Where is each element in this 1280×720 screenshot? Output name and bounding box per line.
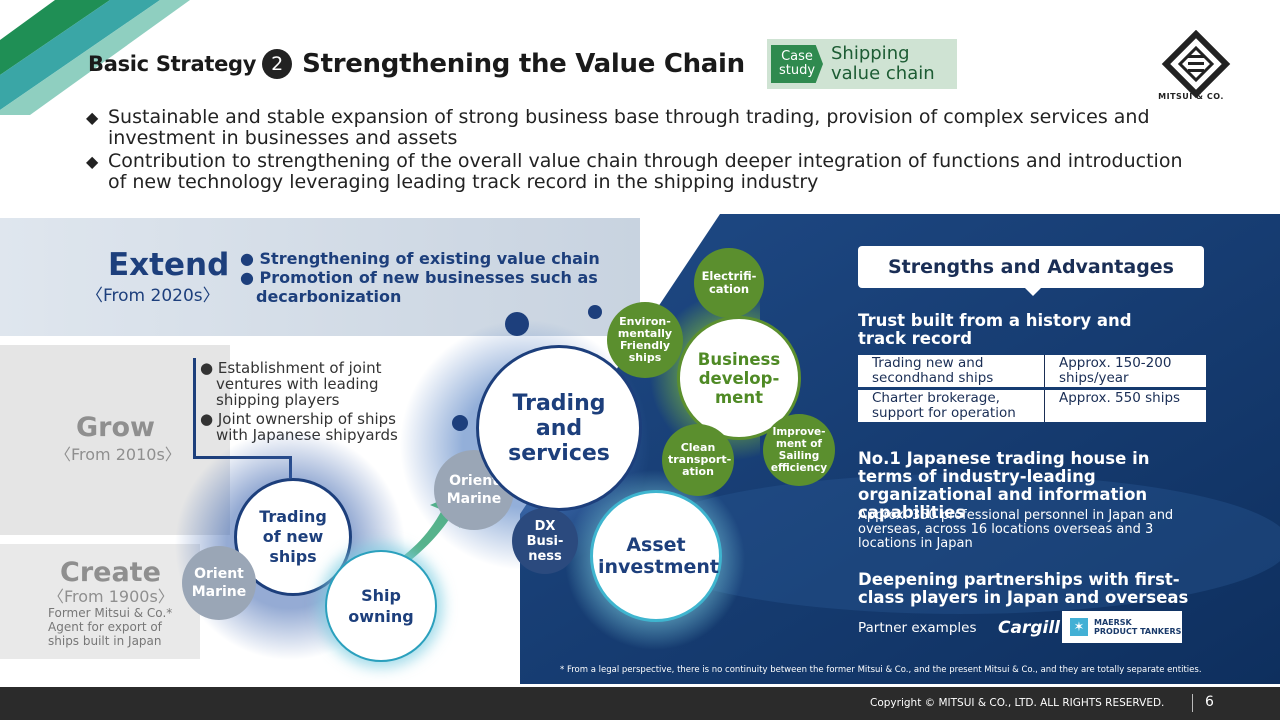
trading-services-label: Trading and services — [508, 390, 610, 466]
clean-transport-label: Clean transport- ation — [668, 441, 732, 478]
cargill-logo: Cargill — [998, 618, 1060, 638]
maersk-line1: MAERSK — [1094, 618, 1132, 627]
copyright: Copyright © MITSUI & CO., LTD. ALL RIGHT… — [870, 697, 1165, 709]
footer-bar — [0, 687, 1280, 720]
diamond-bullet-icon: ◆ — [86, 108, 99, 127]
sailing-efficiency-circle: Improve- ment of Sailing efficiency — [763, 414, 835, 486]
ship-owning-circle: Ship owning — [325, 550, 437, 662]
orient-marine-label: Orient Marine — [446, 473, 502, 507]
orient-marine-circle-2: Orient Marine — [434, 450, 514, 530]
case-text-line2: value chain — [831, 63, 935, 84]
extend-item-text: Strengthening of existing value chain — [259, 249, 600, 268]
extend-item-text: Promotion of new businesses such as deca… — [256, 268, 598, 306]
bullet-list: ◆ Sustainable and stable expansion of st… — [86, 107, 1196, 195]
create-period: 〈From 1900s〉 — [48, 587, 174, 606]
decorative-dot — [588, 305, 602, 319]
strengths-title: Strengths and Advantages — [858, 246, 1204, 288]
case-study-tag: Case study — [771, 45, 823, 83]
sailing-efficiency-label: Improve- ment of Sailing efficiency — [770, 426, 828, 474]
maersk-logo-text: MAERSK PRODUCT TANKERS — [1094, 618, 1181, 636]
asset-investment-circle: Asset investment — [590, 490, 722, 622]
strategy-number-badge: 2 — [262, 49, 293, 79]
create-title: Create — [60, 557, 161, 588]
grow-item-text: Establishment of joint ventures with lea… — [216, 359, 382, 409]
dx-business-circle: DX Busi- ness — [512, 508, 578, 574]
maersk-logo: ✶ MAERSK PRODUCT TANKERS — [1062, 611, 1182, 643]
dx-business-label: DX Busi- ness — [526, 518, 564, 564]
extend-title: Extend — [108, 247, 230, 283]
partner-heading: Deepening partnerships with first-class … — [858, 570, 1189, 607]
table-row: Trading new and secondhand ships Approx.… — [858, 355, 1206, 387]
list-item: ● Establishment of joint ventures with l… — [200, 359, 382, 409]
create-band — [0, 544, 200, 659]
env-friendly-label: Environ- mentally Friendly ships — [617, 315, 673, 364]
partner-label: Partner examples — [858, 620, 977, 636]
orient-marine-circle: Orient Marine — [182, 546, 256, 620]
no1-heading: No.1 Japanese trading house in terms of … — [858, 449, 1150, 522]
trust-heading: Trust built from a history and track rec… — [858, 311, 1132, 348]
table-cell: Charter brokerage, support for operation — [858, 390, 1044, 422]
create-note-line: ships built in Japan — [48, 634, 162, 648]
env-friendly-ships-circle: Environ- mentally Friendly ships — [607, 302, 683, 378]
table-cell: Approx. 150-200 ships/year — [1044, 355, 1206, 387]
case-tag-line2: study — [778, 63, 816, 78]
diamond-bullet-icon: ◆ — [86, 152, 99, 171]
extend-list: ● Strengthening of existing value chain … — [240, 249, 616, 306]
bullet-text: Contribution to strengthening of the ove… — [108, 150, 1183, 193]
section-label: Basic Strategy — [88, 52, 257, 76]
footer-separator — [1192, 694, 1193, 712]
list-item: ● Promotion of new businesses such as de… — [240, 268, 598, 306]
footnote: * From a legal perspective, there is no … — [560, 665, 1202, 675]
mitsui-logo-icon — [1161, 30, 1231, 99]
table-row: Charter brokerage, support for operation… — [858, 390, 1206, 422]
maersk-star-icon: ✶ — [1070, 618, 1088, 636]
electrification-circle: Electrifi- cation — [694, 248, 764, 318]
extend-period: 〈From 2020s〉 — [86, 286, 220, 306]
bullet-item: ◆ Contribution to strengthening of the o… — [86, 151, 1196, 193]
create-note-line: Former Mitsui & Co.* — [48, 606, 173, 620]
trading-new-ships-label: Trading of new ships — [259, 507, 327, 566]
page-title: Strengthening the Value Chain — [302, 49, 745, 79]
orient-marine-label: Orient Marine — [191, 566, 247, 600]
create-note-line: Agent for export of — [48, 620, 162, 634]
logo-text: MITSUI & CO. — [1158, 92, 1224, 101]
table-cell: Trading new and secondhand ships — [858, 355, 1044, 387]
case-tag-line1: Case — [781, 49, 813, 64]
page-number: 6 — [1205, 694, 1214, 710]
electrification-label: Electrifi- cation — [701, 269, 757, 296]
track-record-table: Trading new and secondhand ships Approx.… — [858, 352, 1206, 425]
grow-title: Grow — [76, 412, 155, 443]
maersk-line2: PRODUCT TANKERS — [1094, 627, 1182, 636]
strengths-title-pointer — [1024, 287, 1042, 296]
create-note: Former Mitsui & Co.* Agent for export of… — [48, 606, 172, 648]
ship-owning-label: Ship owning — [348, 586, 414, 626]
case-study-text: Shipping value chain — [831, 44, 935, 84]
case-study-badge: Case study Shipping value chain — [767, 39, 957, 89]
grow-connector — [193, 358, 196, 458]
corner-decoration — [0, 0, 190, 115]
decorative-dot — [452, 415, 468, 431]
bullet-item: ◆ Sustainable and stable expansion of st… — [86, 107, 1196, 149]
decorative-dot — [505, 312, 529, 336]
bullet-text: Sustainable and stable expansion of stro… — [108, 106, 1150, 149]
extend-band — [0, 218, 640, 336]
no1-detail: Approx. 350 professional personnel in Ja… — [858, 508, 1174, 551]
grow-period: 〈From 2010s〉 — [55, 445, 181, 464]
list-item: ● Strengthening of existing value chain — [240, 249, 600, 268]
trading-services-circle: Trading and services — [476, 345, 642, 511]
case-text-line1: Shipping — [831, 43, 910, 64]
title-row: Basic Strategy 2 Strengthening the Value… — [88, 44, 745, 84]
clean-transportation-circle: Clean transport- ation — [662, 424, 734, 496]
table-cell: Approx. 550 ships — [1044, 390, 1206, 422]
business-development-label: Business develop- ment — [697, 349, 781, 407]
asset-investment-label: Asset investment — [598, 534, 719, 578]
